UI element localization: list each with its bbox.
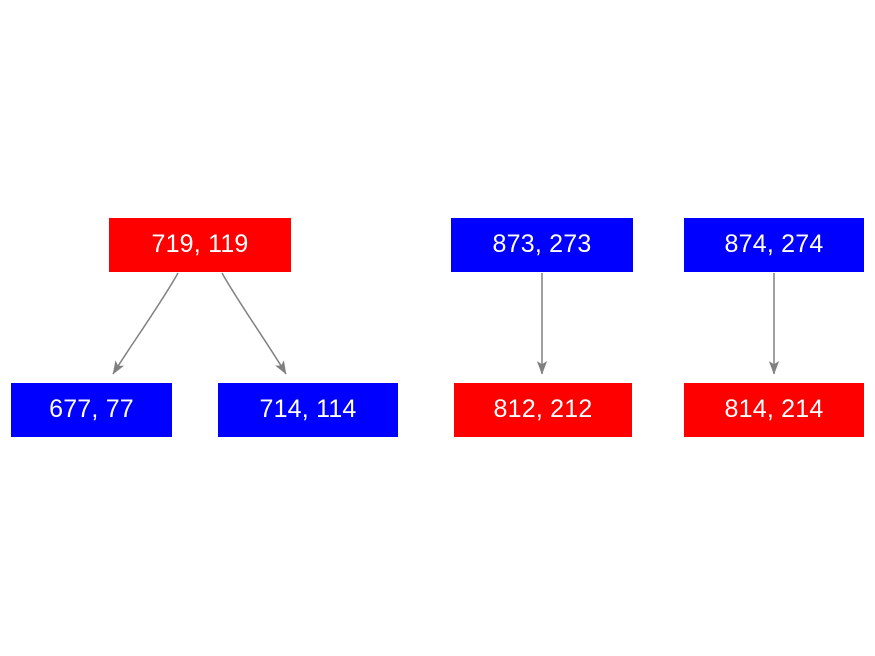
node-814-214[interactable]: 814, 214 [684,383,864,437]
node-874-274[interactable]: 874, 274 [684,218,864,272]
node-label: 874, 274 [724,229,824,258]
node-714-114[interactable]: 714, 114 [218,383,398,437]
node-677-77[interactable]: 677, 77 [11,383,172,437]
node-label: 719, 119 [151,229,249,258]
edge-719-119-to-714-114 [221,272,287,375]
node-label: 677, 77 [49,394,134,423]
node-873-273[interactable]: 873, 273 [451,218,633,272]
node-label: 814, 214 [724,394,824,423]
node-label: 812, 212 [493,394,593,423]
node-label: 714, 114 [259,394,357,423]
edge-719-119-to-677-77 [112,272,179,375]
node-719-119[interactable]: 719, 119 [109,218,291,272]
node-label: 873, 273 [492,229,592,258]
node-812-212[interactable]: 812, 212 [454,383,632,437]
